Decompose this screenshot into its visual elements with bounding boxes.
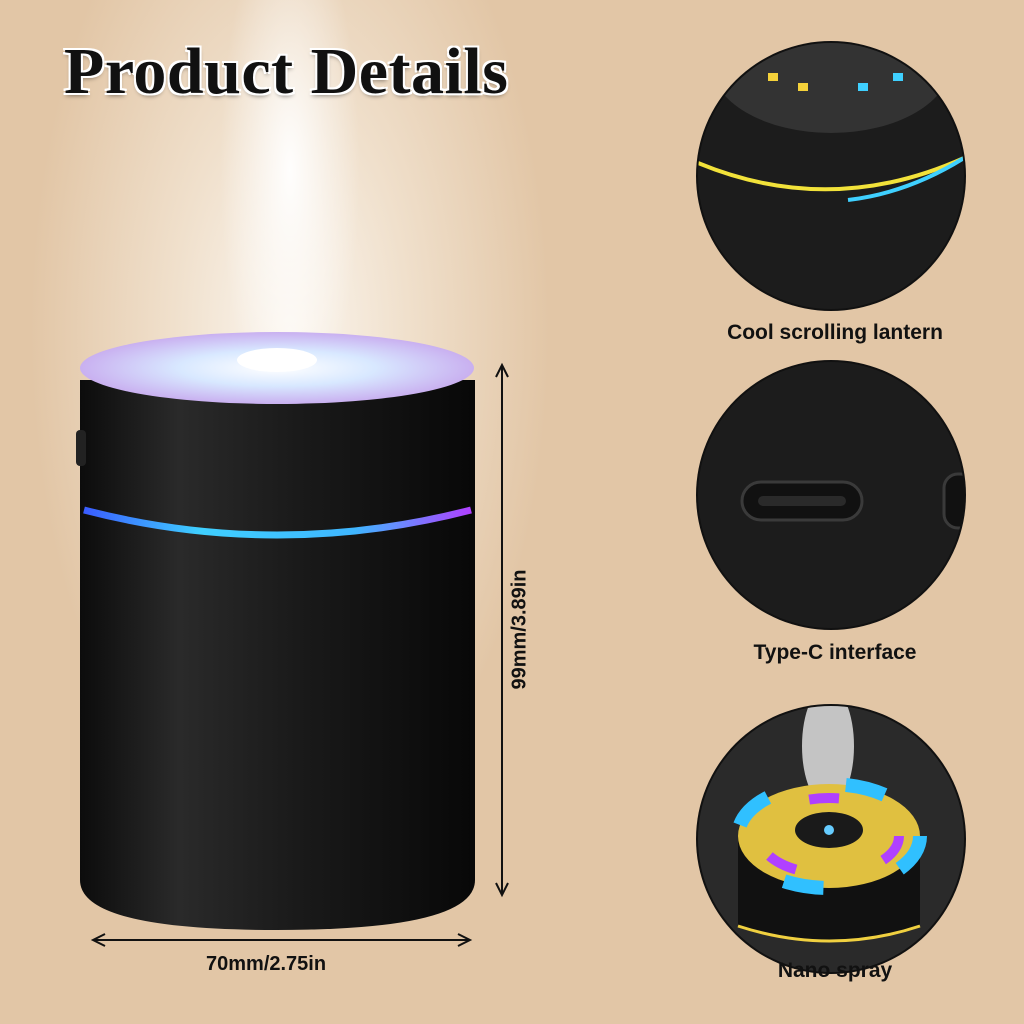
mist-plume [180,0,400,380]
height-dimension-arrow [495,362,509,898]
width-label: 70mm/2.75in [206,953,327,975]
feature-image-nano-spray [698,706,964,972]
feature-image-type-c [698,362,964,628]
page-title: Product Details [64,35,509,108]
side-button [76,430,86,466]
feature-caption-nano-spray: Nano spray [777,959,893,982]
feature-caption-lantern: Cool scrolling lantern [727,321,943,344]
width-dimension-arrow [90,933,473,947]
humidifier-body [80,380,475,930]
height-label: 99mm/3.89in [508,569,531,690]
feature-caption-type-c: Type-C interface [753,641,917,664]
led-band [83,506,472,539]
feature-image-lantern [698,43,964,309]
